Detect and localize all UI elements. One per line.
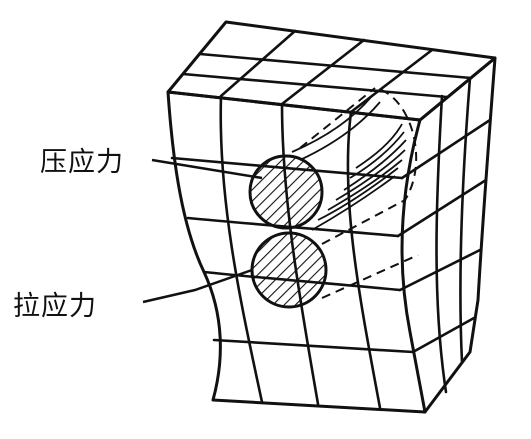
upper-cylinder-hatching — [311, 175, 396, 231]
right-face-outline — [418, 56, 497, 414]
right-grid-line — [398, 248, 482, 292]
right-grid-line — [435, 94, 448, 394]
upper-cylinder-hatching — [327, 159, 403, 211]
tensile-stress-label: 拉应力 — [13, 291, 97, 322]
upper-cylinder-hatching — [349, 131, 405, 179]
front-grid-line — [346, 110, 382, 410]
top-grid-line — [349, 48, 434, 114]
upper-cylinder-hatching — [335, 149, 406, 201]
right-grid-line — [459, 76, 472, 364]
top-face — [166, 20, 497, 122]
front-face-outline — [166, 90, 427, 414]
front-grid-line — [212, 338, 415, 354]
right-grid-line — [396, 178, 488, 238]
upper-cylinder-hatching — [355, 123, 403, 169]
tensile-leader-line — [142, 268, 253, 304]
upper-cylinder-hatching — [343, 139, 407, 191]
right-grid-line — [411, 316, 476, 354]
hidden-cylinder-outline — [299, 87, 376, 149]
top-grid-line — [280, 38, 366, 106]
compressive-leader-line — [151, 158, 263, 180]
top-grid-line — [219, 29, 297, 98]
top-grid-line — [198, 52, 473, 80]
compressive-stress-label: 压应力 — [40, 147, 124, 178]
top-grid-line — [181, 72, 449, 99]
upper-cylinder-hatching — [291, 95, 373, 153]
hidden-cylinder-outline — [321, 87, 418, 245]
right-grid-line — [400, 118, 492, 180]
upper-cylinder-hatching — [299, 101, 381, 161]
front-grid-line — [219, 94, 264, 404]
compressive-stress-section — [248, 154, 324, 230]
tensile-stress-section — [250, 231, 328, 309]
upper-cylinder-hatching — [317, 167, 399, 221]
hidden-cylinder-outline — [321, 254, 419, 299]
